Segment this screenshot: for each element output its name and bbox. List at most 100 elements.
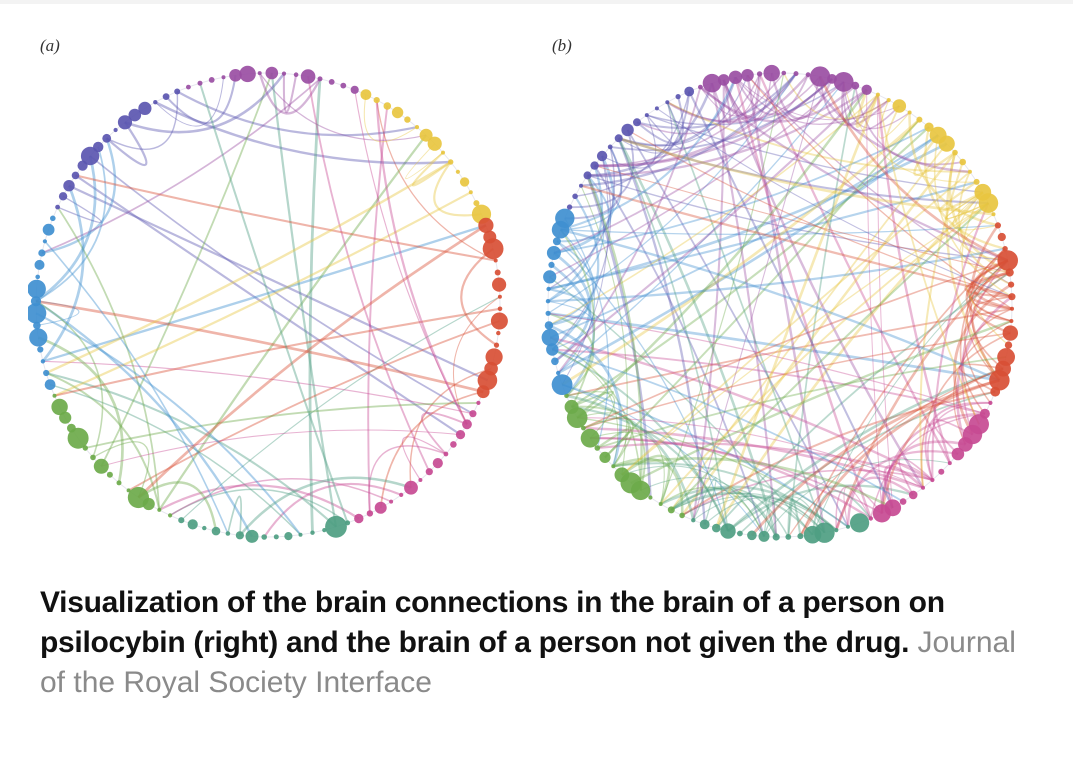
connection-edge xyxy=(880,440,966,514)
connection-edge xyxy=(968,259,1012,322)
connection-edge xyxy=(870,413,985,519)
green-module-node xyxy=(127,486,149,509)
connection-edge xyxy=(405,143,444,180)
red-module-node xyxy=(997,232,1006,242)
connection-edge xyxy=(681,495,825,534)
connection-edge xyxy=(627,129,1013,298)
purple-module-node xyxy=(239,65,256,83)
connection-edge xyxy=(835,259,1009,531)
connection-edge xyxy=(747,74,1012,286)
purple-module-node xyxy=(698,84,703,90)
connection-edge xyxy=(819,76,890,127)
connection-edge xyxy=(630,319,1012,484)
red-module-node xyxy=(997,250,1018,271)
connection-edge xyxy=(128,320,500,492)
magenta-module-node xyxy=(930,477,935,483)
indigo-module-node xyxy=(654,106,659,111)
connection-edge xyxy=(919,161,964,488)
red-module-node xyxy=(1008,293,1016,301)
connection-edge xyxy=(763,496,826,537)
teal-module-node xyxy=(803,525,822,544)
connection-edge xyxy=(593,165,765,537)
purple-module-node xyxy=(221,75,226,80)
teal-module-node xyxy=(298,532,303,537)
connection-edge xyxy=(699,84,857,123)
teal-module-node xyxy=(211,526,221,536)
indigo-module-node xyxy=(596,150,608,162)
connection-edge xyxy=(176,90,418,137)
connection-edge xyxy=(548,146,616,290)
blue-module-node xyxy=(50,215,56,222)
connection-edge xyxy=(787,368,1004,538)
connection-edge xyxy=(621,171,971,476)
connection-edge xyxy=(972,259,1013,311)
connection-edge xyxy=(154,77,224,127)
blue-module-node xyxy=(43,369,50,377)
indigo-module-node xyxy=(665,100,670,105)
connection-edge xyxy=(681,469,933,517)
connection-edge xyxy=(670,492,814,536)
purple-module-node xyxy=(810,66,831,87)
connection-edge xyxy=(35,300,104,458)
connection-edge xyxy=(169,488,349,524)
indigo-module-node xyxy=(138,101,152,115)
connection-edge xyxy=(670,487,789,538)
magenta-module-node xyxy=(354,513,364,524)
connection-edge xyxy=(270,72,338,527)
green-module-node xyxy=(116,480,122,486)
connection-edge xyxy=(411,151,452,187)
connection-edge xyxy=(746,75,826,533)
connection-edge xyxy=(41,78,321,254)
connection-edge xyxy=(854,85,963,166)
purple-module-node xyxy=(293,72,299,77)
indigo-module-node xyxy=(113,127,118,133)
connection-edge xyxy=(548,287,590,327)
green-module-node xyxy=(67,423,76,433)
connection-edge xyxy=(559,229,596,408)
connection-edge xyxy=(723,73,773,121)
indigo-module-node xyxy=(128,108,142,122)
magenta-module-node xyxy=(462,419,472,430)
connection-edge xyxy=(734,76,890,125)
green-module-node xyxy=(614,467,630,483)
connection-edge xyxy=(548,312,986,415)
connection-edge xyxy=(961,259,1009,435)
green-module-node xyxy=(564,393,569,399)
connection-edge xyxy=(165,75,237,125)
indigo-module-node xyxy=(590,161,599,170)
connection-edge xyxy=(594,73,809,168)
connection-edge xyxy=(577,417,924,489)
red-module-node xyxy=(1002,325,1018,341)
blue-module-node xyxy=(546,246,561,260)
blue-module-node xyxy=(33,321,41,330)
connection-edge xyxy=(551,155,612,350)
connection-edge xyxy=(547,175,605,302)
purple-module-node xyxy=(229,69,242,82)
red-module-node xyxy=(1010,306,1014,311)
teal-module-node xyxy=(284,532,293,541)
connection-edge xyxy=(692,76,821,521)
indigo-module-node xyxy=(55,204,60,210)
connection-edge xyxy=(640,477,777,538)
connection-edge xyxy=(783,72,890,120)
connection-edge xyxy=(612,457,684,516)
connection-edge xyxy=(548,324,623,467)
green-module-node xyxy=(126,488,131,493)
connection-edge xyxy=(722,79,925,489)
connection-edge xyxy=(577,412,629,467)
connection-edge xyxy=(587,88,868,177)
connection-edge xyxy=(656,107,1013,298)
connection-edge xyxy=(154,101,451,165)
blue-module-node xyxy=(28,279,46,299)
connection-edge xyxy=(547,312,595,397)
connection-edge xyxy=(646,114,983,193)
yellow-module-node xyxy=(938,135,955,152)
yellow-module-node xyxy=(892,99,907,113)
teal-module-node xyxy=(797,533,804,540)
connection-edge xyxy=(35,300,80,326)
connection-edge xyxy=(948,152,1011,274)
connection-edge xyxy=(958,171,1012,286)
connection-edge xyxy=(601,114,657,169)
panel-b-label: (b) xyxy=(552,36,572,55)
connection-edge xyxy=(354,89,468,425)
